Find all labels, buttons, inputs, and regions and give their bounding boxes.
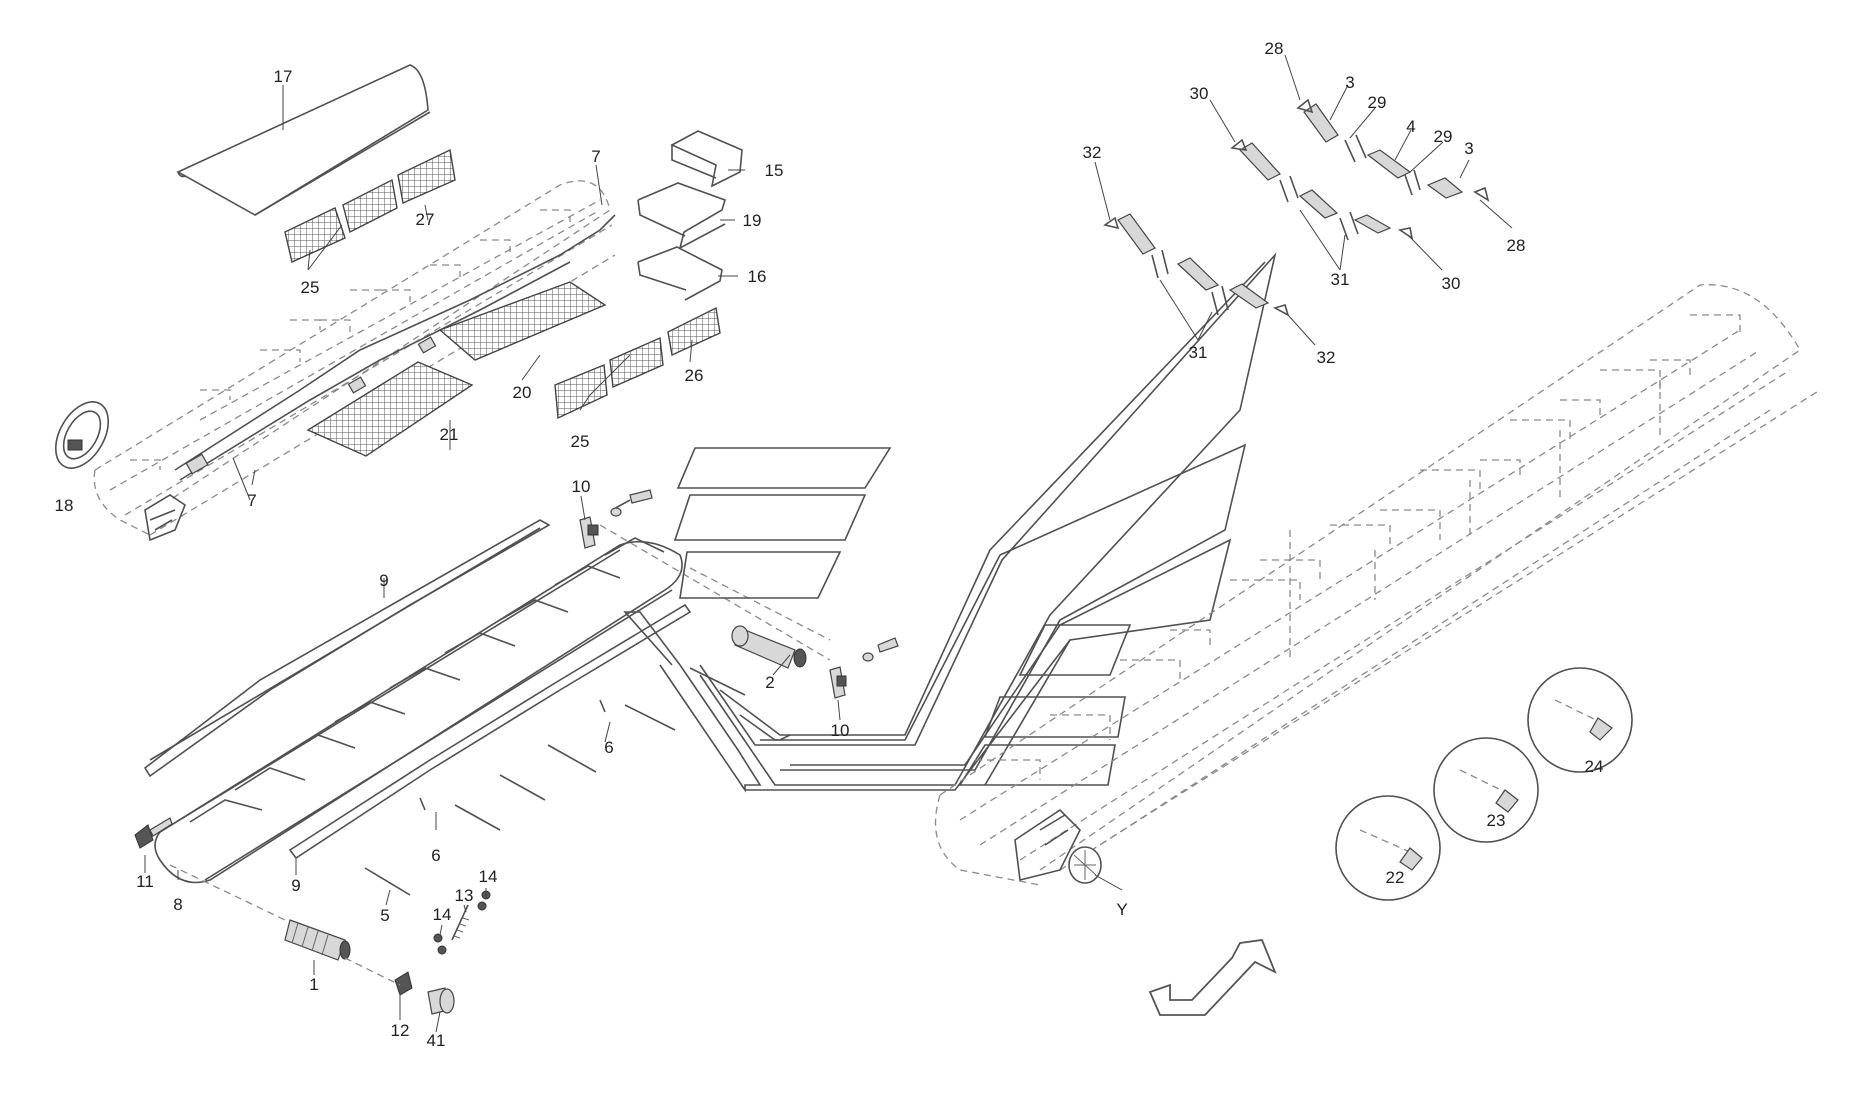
bearing-12	[394, 971, 413, 996]
bracket-10-lower	[829, 637, 899, 699]
callout-28: 28	[1507, 236, 1526, 255]
bracket-10-upper	[579, 489, 653, 549]
screen-mesh-21	[306, 361, 474, 457]
assembly-direction-outline	[623, 252, 1277, 793]
detail-circle-22	[1335, 795, 1441, 901]
callout-Y: Y	[1116, 900, 1127, 919]
callout-10: 10	[572, 477, 591, 496]
callout-1: 1	[309, 975, 318, 994]
upper-conveyor-frame	[93, 180, 616, 536]
gearbox-bracket-lower	[144, 494, 186, 542]
conveyor-belt-8	[154, 540, 683, 884]
callout-29: 29	[1434, 127, 1453, 146]
guard-19	[637, 182, 726, 250]
detail-circle-24	[1527, 667, 1633, 773]
callout-2: 2	[765, 673, 774, 692]
callout-22: 22	[1386, 868, 1405, 887]
callout-17: 17	[274, 67, 293, 86]
callout-26: 26	[685, 366, 704, 385]
callout-21: 21	[440, 425, 459, 444]
rods	[364, 667, 746, 896]
callout-25: 25	[571, 432, 590, 451]
callout-28: 28	[1265, 39, 1284, 58]
guard-16	[637, 246, 723, 301]
callout-32: 32	[1083, 143, 1102, 162]
callout-6: 6	[604, 738, 613, 757]
callout-14: 14	[479, 867, 498, 886]
callout-4: 4	[1406, 117, 1415, 136]
callout-31: 31	[1189, 343, 1208, 362]
callout-27: 27	[416, 210, 435, 229]
screen-panels-lower	[554, 306, 721, 420]
callout-24: 24	[1585, 757, 1604, 776]
roller-2	[731, 625, 807, 669]
callout-7: 7	[591, 147, 600, 166]
callout-5: 5	[380, 906, 389, 925]
callout-32: 32	[1317, 348, 1336, 367]
clips-28-30-32	[1103, 98, 1490, 317]
callout-9: 9	[291, 876, 300, 895]
bolt-13	[451, 904, 470, 941]
callout-15: 15	[765, 161, 784, 180]
bearing-11	[134, 817, 173, 849]
direction-arrow	[1148, 939, 1277, 1016]
callout-29: 29	[1368, 93, 1387, 112]
callout-41: 41	[427, 1031, 446, 1050]
callout-3: 3	[1464, 139, 1473, 158]
callout-19: 19	[743, 211, 762, 230]
detail-circle-23	[1433, 737, 1539, 843]
callout-labels: 17 7 27 25 15 19 16 20 26 21 25 18 7 10 …	[55, 39, 1604, 1050]
cover-17	[176, 64, 431, 216]
exploded-plates	[673, 447, 1132, 786]
callout-6: 6	[431, 846, 440, 865]
callout-30: 30	[1190, 84, 1209, 103]
callout-3: 3	[1345, 73, 1354, 92]
callout-9: 9	[379, 571, 388, 590]
hydraulic-line-7	[174, 214, 616, 481]
skirt-9-upper	[143, 519, 551, 778]
callout-10: 10	[831, 721, 850, 740]
right-conveyor-frame	[934, 284, 1821, 886]
callout-8: 8	[173, 895, 182, 914]
guard-15	[670, 130, 743, 188]
skirt-9-lower	[288, 603, 692, 860]
callout-23: 23	[1487, 811, 1506, 830]
callout-7: 7	[247, 491, 256, 510]
callout-18: 18	[55, 496, 74, 515]
screen-panels-upper	[284, 148, 456, 263]
callout-11: 11	[136, 872, 154, 891]
callout-14: 14	[433, 905, 452, 924]
roller-brackets-29-31	[1151, 134, 1421, 316]
callout-20: 20	[513, 383, 532, 402]
callout-31: 31	[1331, 270, 1350, 289]
leader-lines	[144, 54, 1513, 1033]
wheel-18	[54, 401, 110, 469]
callout-13: 13	[455, 886, 474, 905]
roller-1	[284, 919, 351, 961]
callout-30: 30	[1442, 274, 1461, 293]
screen-mesh-20	[438, 281, 607, 361]
callout-25: 25	[301, 278, 320, 297]
callout-12: 12	[391, 1021, 410, 1040]
alignment-lines	[169, 524, 831, 986]
callout-16: 16	[748, 267, 767, 286]
motor-41	[427, 987, 455, 1015]
drive-assembly-Y	[1014, 808, 1102, 884]
belt-chevrons	[189, 537, 665, 823]
